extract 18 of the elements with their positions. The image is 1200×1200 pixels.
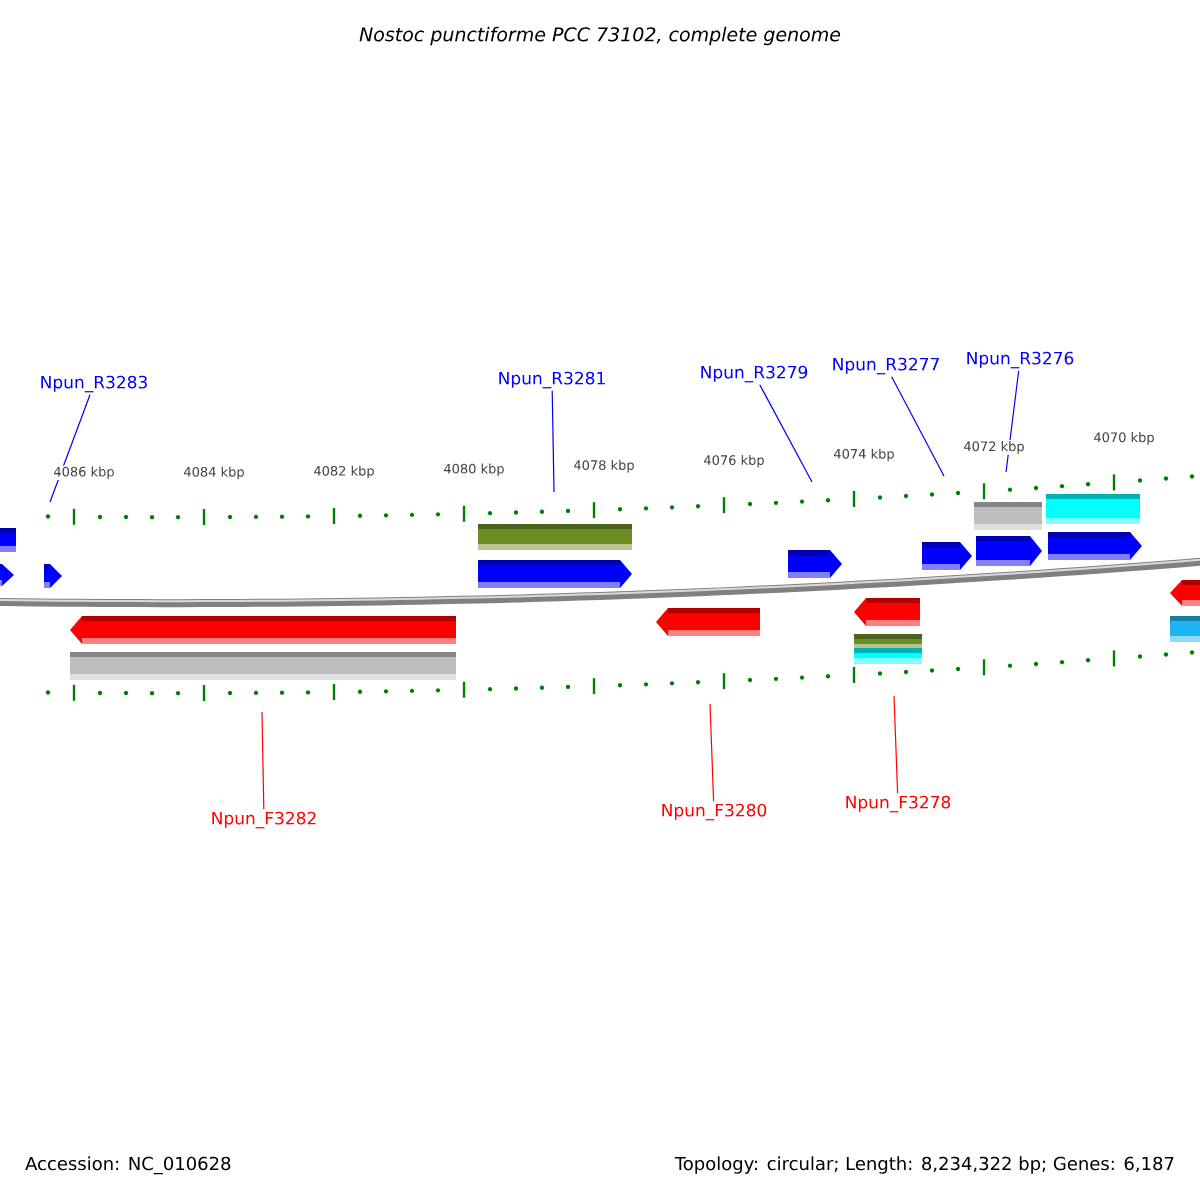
leader-line <box>261 711 265 810</box>
leader-line <box>891 376 945 477</box>
leader-line <box>551 390 555 493</box>
gene-label: Npun_R3276 <box>967 351 1074 369</box>
leader-line <box>49 394 91 503</box>
gene-label: Npun_R3277 <box>833 357 939 375</box>
gene-label: Npun_R3283 <box>41 375 147 393</box>
leader-line <box>709 703 715 802</box>
gene-label: Npun_R3281 <box>499 371 605 389</box>
gene-label: Npun_F3282 <box>212 811 316 829</box>
gene-label: Npun_F3278 <box>846 795 951 813</box>
leader-line <box>759 384 813 483</box>
accession-text: Accession: NC_010628 <box>25 1156 231 1175</box>
gene-label: Npun_F3280 <box>662 803 767 821</box>
genome-stats-text: Topology: circular; Length: 8,234,322 bp; Genes: 6,187 <box>674 1156 1174 1174</box>
leader-line <box>893 695 899 794</box>
gene-label: Npun_R3279 <box>701 365 808 383</box>
title: Nostoc punctiforme PCC 73102, complete genome <box>359 26 841 46</box>
